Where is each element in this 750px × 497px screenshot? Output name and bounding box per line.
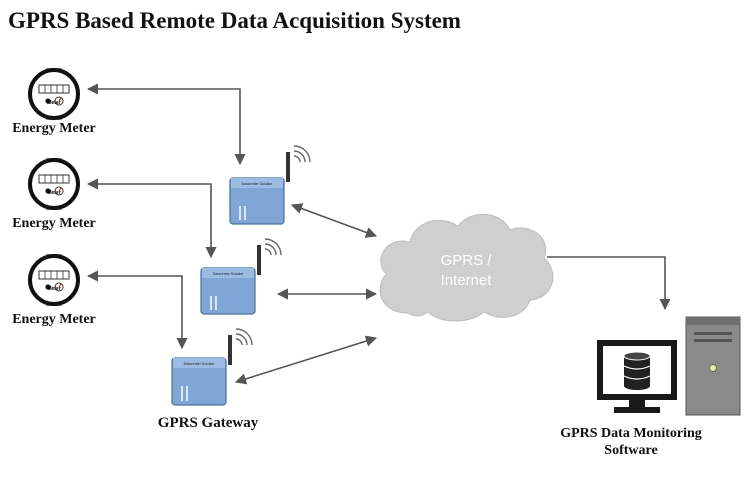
energy-meter-2: Meter Energy Meter	[12, 156, 96, 231]
gateway-device-text: Datacenter Solution	[213, 272, 244, 276]
meter-face-text: Meter	[47, 100, 60, 106]
gateway-device-text: Datacenter Solution	[184, 362, 215, 366]
meter-face-text: Meter	[47, 190, 60, 196]
gateway-label: GPRS Gateway	[158, 415, 259, 431]
energy-meter-3: Meter Energy Meter	[12, 252, 96, 327]
diagram-title: GPRS Based Remote Data Acquisition Syste…	[8, 8, 461, 33]
energy-meter-label: Energy Meter	[12, 216, 96, 231]
wifi-signal-icon	[293, 145, 311, 163]
cloud-label-line2: Internet	[441, 272, 493, 289]
software-label-line2: Software	[604, 443, 657, 458]
gateway-device-2: Datacenter Solution	[200, 238, 282, 315]
meter-icon	[28, 156, 80, 212]
meter2-gateway-connector	[86, 178, 217, 259]
wifi-signal-icon	[264, 238, 282, 256]
meter-icon	[28, 66, 80, 122]
gateway-device-3: Datacenter Solution	[171, 328, 253, 406]
database-icon	[623, 351, 651, 390]
meter1-gateway-connector	[86, 83, 246, 166]
cloud-label-line1: GPRS /	[441, 252, 493, 269]
gateway3-cloud-connector	[234, 335, 378, 385]
gateway-device-icon	[200, 245, 261, 315]
tower-pc-icon	[685, 316, 741, 416]
energy-meter-label: Energy Meter	[12, 312, 96, 327]
meter-face-text: Meter	[47, 286, 60, 292]
gateway-device-icon	[229, 152, 290, 225]
gateway-device-icon	[171, 335, 232, 406]
cloud-software-connector	[547, 256, 671, 311]
gateway-device-1: Datacenter Solution	[229, 145, 311, 225]
meter-icon	[28, 252, 80, 308]
meter3-gateway-connector	[86, 270, 188, 350]
gateway1-cloud-connector	[290, 203, 378, 238]
software-label-line1: GPRS Data Monitoring	[560, 426, 702, 441]
wifi-signal-icon	[235, 328, 253, 346]
energy-meter-label: Energy Meter	[12, 121, 96, 136]
energy-meter-1: Meter Energy Meter	[12, 66, 96, 136]
gateway-device-text: Datacenter Solution	[242, 182, 273, 186]
cloud-icon	[379, 213, 554, 322]
